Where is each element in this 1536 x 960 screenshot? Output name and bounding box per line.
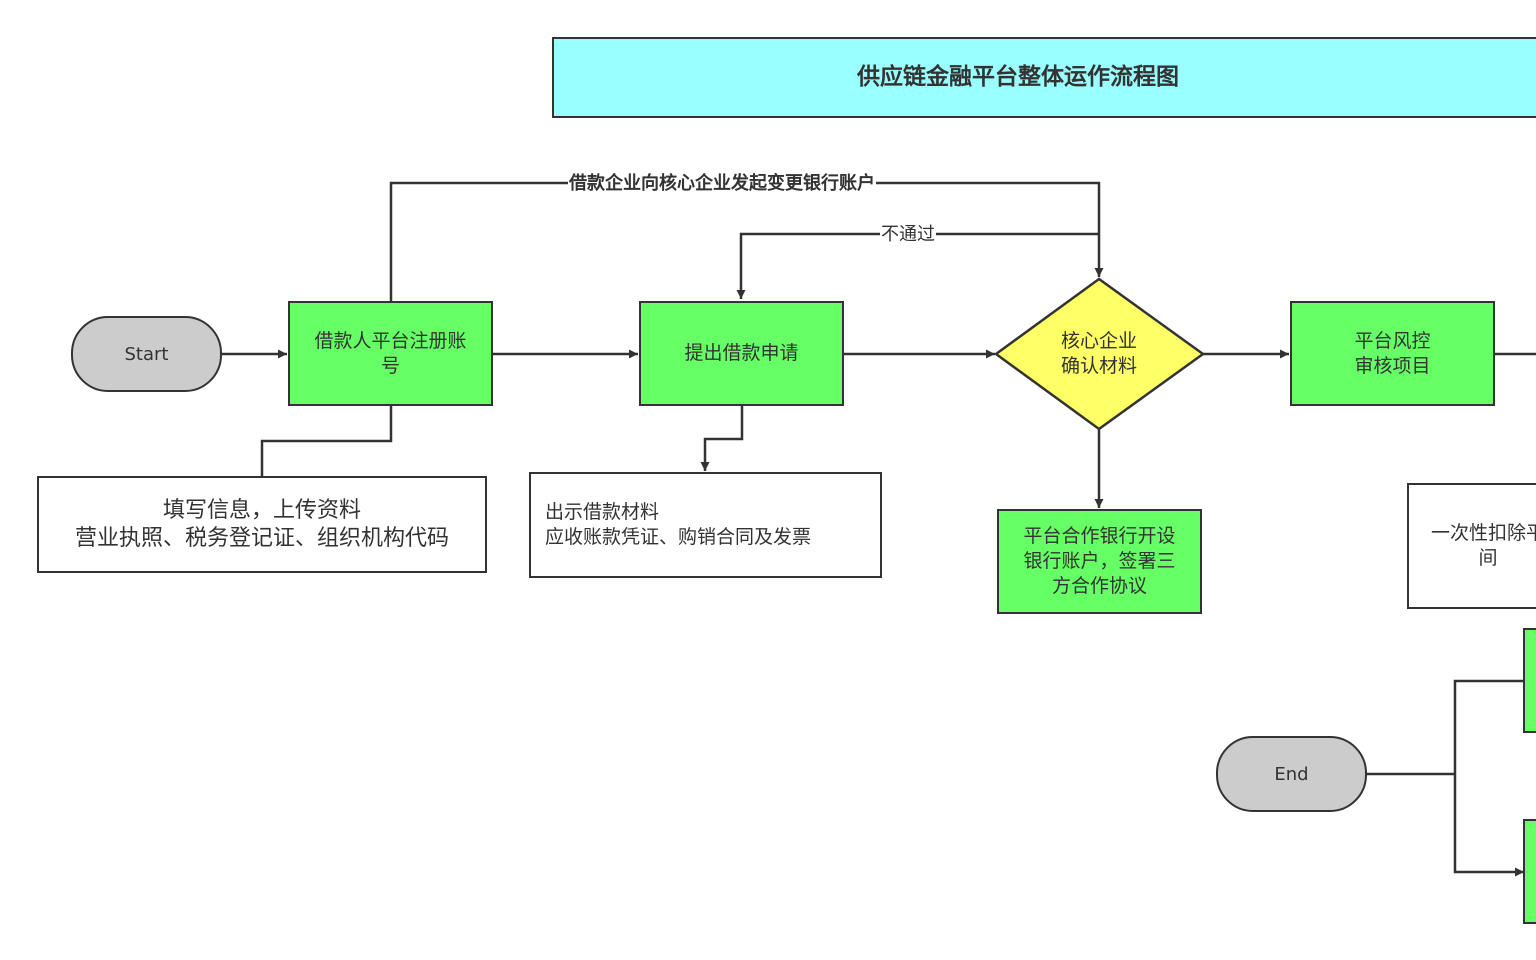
change-account-edge-label: 借款企业向核心企业发起变更银行账户: [568, 173, 876, 195]
register-note: 填写信息，上传资料 营业执照、税务登记证、组织机构代码: [37, 476, 487, 573]
loan-application-label: 提出借款申请: [684, 342, 799, 364]
edge-end-lower-branch: [1453, 774, 1524, 877]
edge-change-account: [389, 181, 1104, 301]
core-enterprise-confirm-label: 核心企业 确认材料: [1060, 330, 1137, 377]
core-enterprise-confirm-decision: 核心企业 确认材料: [1010, 324, 1188, 384]
diagram-title: 供应链金融平台整体运作流程图: [552, 37, 1536, 118]
fee-deduction-note-text: 一次性扣除平 间: [1431, 522, 1536, 569]
bank-account-step: 平台合作银行开设 银行账户，签署三 方合作协议: [997, 509, 1202, 614]
register-account-label: 借款人平台注册账 号: [314, 329, 467, 377]
end-label: End: [1274, 763, 1309, 785]
lower-right-step-partial: [1523, 819, 1536, 924]
edge-register-note: [260, 406, 393, 477]
risk-review-step: 平台风控 审核项目: [1290, 301, 1495, 406]
apply-note-text: 出示借款材料 应收账款凭证、购销合同及发票: [545, 501, 812, 548]
register-note-text: 填写信息，上传资料 营业执照、税务登记证、组织机构代码: [74, 497, 449, 551]
start-terminal: Start: [71, 316, 222, 392]
decision-diamond: [993, 277, 1206, 431]
edge-apply-note: [700, 406, 744, 471]
not-pass-edge-label: 不通过: [880, 224, 936, 246]
upper-right-step-partial: [1523, 628, 1536, 733]
edge-not-pass: [736, 232, 1099, 299]
fee-deduction-note: 一次性扣除平 间: [1407, 483, 1536, 609]
start-label: Start: [124, 343, 169, 365]
bank-account-label: 平台合作银行开设 银行账户，签署三 方合作协议: [1023, 525, 1176, 597]
diagram-title-text: 供应链金融平台整体运作流程图: [857, 64, 1179, 90]
apply-note: 出示借款材料 应收账款凭证、购销合同及发票: [529, 472, 882, 578]
end-terminal: End: [1216, 736, 1367, 812]
loan-application-step: 提出借款申请: [639, 301, 844, 406]
register-account-step: 借款人平台注册账 号: [288, 301, 493, 406]
risk-review-label: 平台风控 审核项目: [1354, 329, 1431, 377]
edge-end-upper-branch: [1453, 679, 1536, 774]
